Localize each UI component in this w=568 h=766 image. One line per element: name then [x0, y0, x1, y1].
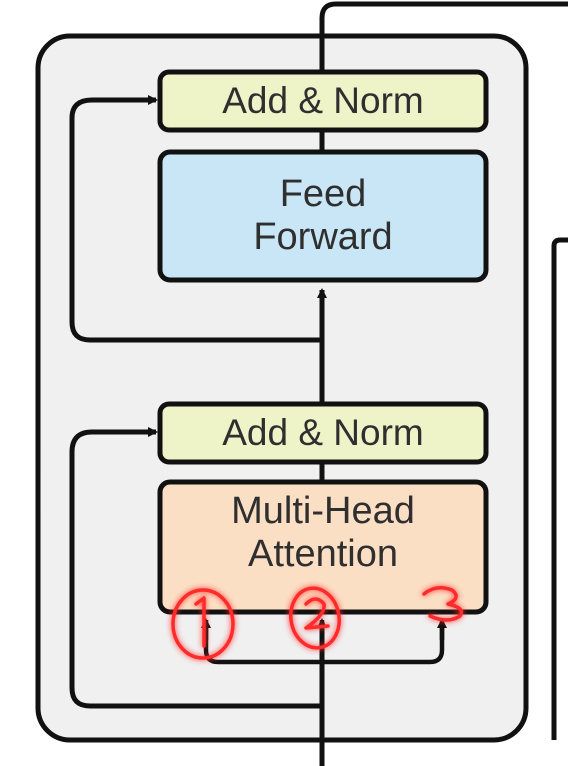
residual-connection-top [69, 95, 322, 343]
annotation-digit-3 [422, 586, 464, 622]
annotation-circle-2 [289, 586, 341, 650]
handwritten-annotations [171, 586, 464, 660]
annotation-circle-1 [171, 588, 235, 660]
layer-container [35, 33, 529, 743]
add-norm-bottom-box [157, 401, 489, 465]
residual-connection-bottom [69, 427, 322, 709]
adjacent-layer-edge [551, 237, 568, 740]
annotation-digit-2 [304, 597, 330, 630]
annotation-digit-1 [194, 596, 206, 648]
output-connection-line [319, 1, 568, 96]
add-norm-top-box [157, 69, 489, 133]
feed-forward-box [157, 149, 489, 283]
